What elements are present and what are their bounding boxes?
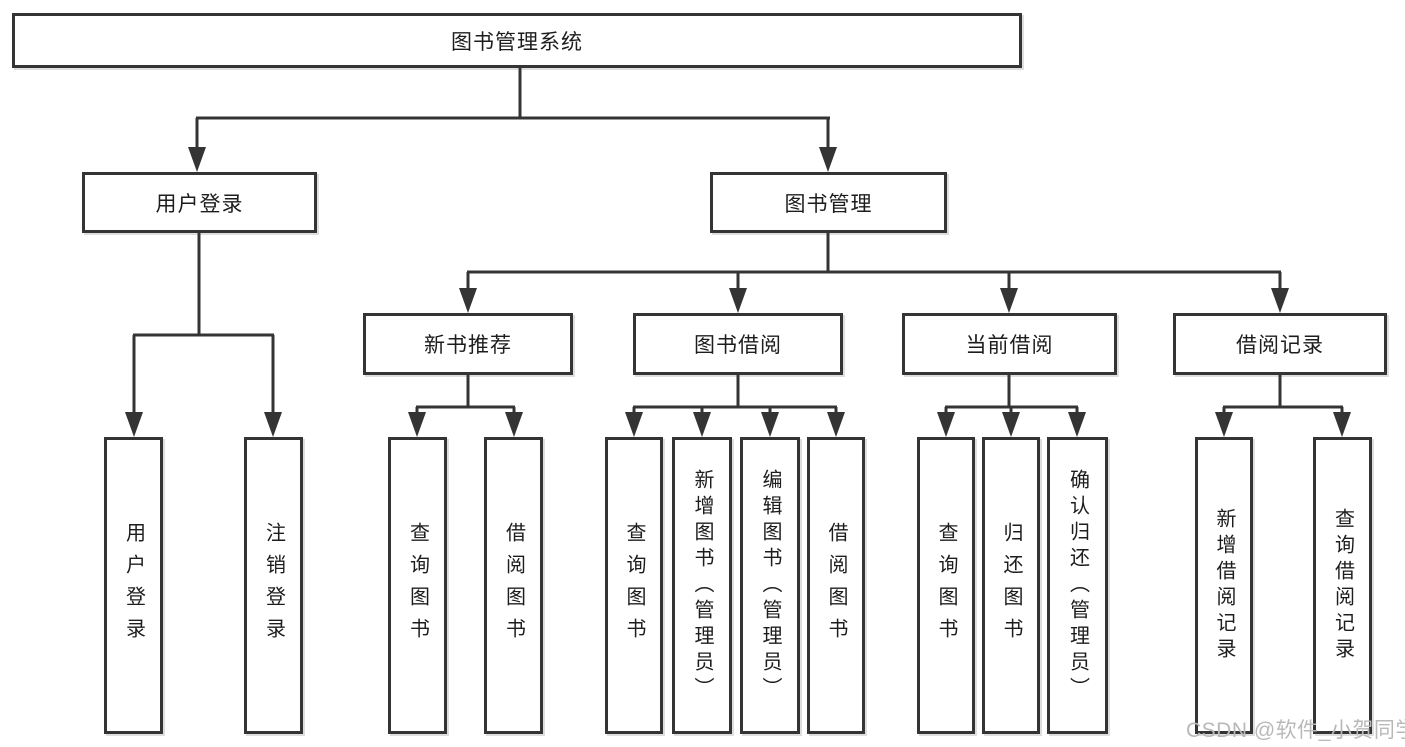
arrowhead: [693, 412, 711, 437]
node-borrow-records-label: 借阅记录: [1236, 334, 1324, 357]
node-book-borrow-label: 图书借阅: [694, 334, 782, 357]
arrowhead: [1000, 288, 1018, 313]
arrowhead: [937, 412, 955, 437]
arrowhead: [264, 412, 282, 437]
leaf-query-books-current-label: 查询图书: [935, 521, 957, 650]
leaf-query-books-recommend-label: 查询图书: [406, 521, 429, 650]
leaf-user-login-label: 用户登录: [122, 521, 145, 650]
arrowhead: [1215, 412, 1233, 437]
leaf-add-book-admin-label: 新增图书（管理员）: [691, 468, 713, 703]
node-new-book-recommend: 新书推荐: [363, 313, 573, 375]
node-book-management: 图书管理: [710, 172, 947, 233]
leaf-query-books-borrow-label: 查询图书: [623, 521, 645, 650]
arrowhead: [459, 288, 477, 313]
leaf-edit-book-admin-label: 编辑图书（管理员）: [759, 468, 781, 703]
leaf-confirm-return-admin: 确认归还（管理员）: [1047, 437, 1108, 734]
node-current-borrow-label: 当前借阅: [965, 334, 1054, 357]
node-library-system: 图书管理系统: [12, 13, 1022, 68]
node-user-login-label: 用户登录: [155, 192, 244, 216]
leaf-borrow-books-recommend-label: 借阅图书: [502, 521, 525, 650]
node-book-borrow: 图书借阅: [633, 313, 843, 375]
leaf-borrow-books-label: 借阅图书: [825, 521, 847, 650]
node-library-system-label: 图书管理系统: [451, 30, 583, 54]
leaf-query-books-borrow: 查询图书: [605, 437, 663, 734]
arrowhead: [1068, 412, 1086, 437]
arrowhead: [625, 412, 643, 437]
arrowhead: [408, 412, 426, 437]
leaf-borrow-books-recommend: 借阅图书: [484, 437, 543, 734]
leaf-confirm-return-admin-label: 确认归还（管理员）: [1066, 468, 1089, 703]
arrowhead: [1333, 412, 1351, 437]
leaf-add-book-admin: 新增图书（管理员）: [672, 437, 732, 734]
arrowhead: [505, 412, 523, 437]
leaf-logout: 注销登录: [244, 437, 303, 734]
leaf-query-books-current: 查询图书: [917, 437, 975, 734]
arrowhead: [761, 412, 779, 437]
leaf-return-book-label: 归还图书: [1000, 521, 1022, 650]
arrowhead: [125, 412, 143, 437]
node-book-management-label: 图书管理: [784, 192, 873, 216]
node-user-login: 用户登录: [82, 172, 317, 233]
leaf-user-login: 用户登录: [104, 437, 163, 734]
leaf-return-book: 归还图书: [982, 437, 1040, 734]
node-new-book-recommend-label: 新书推荐: [424, 334, 512, 357]
leaf-borrow-books: 借阅图书: [807, 437, 865, 734]
connector-segments: [132, 68, 1344, 416]
connector-arrowheads: [125, 147, 1351, 437]
leaf-add-borrow-record: 新增借阅记录: [1195, 437, 1253, 734]
leaf-query-borrow-record: 查询借阅记录: [1313, 437, 1372, 734]
arrowhead: [729, 288, 747, 313]
leaf-logout-label: 注销登录: [262, 521, 285, 650]
leaf-query-borrow-record-label: 查询借阅记录: [1331, 507, 1354, 664]
node-borrow-records: 借阅记录: [1173, 313, 1387, 375]
leaf-edit-book-admin: 编辑图书（管理员）: [740, 437, 800, 734]
csdn-watermark: CSDN @软件_小贺同学: [1186, 719, 1405, 742]
arrowhead: [827, 412, 845, 437]
arrowhead: [188, 147, 206, 172]
arrowhead: [1271, 288, 1289, 313]
arrowhead: [1002, 412, 1020, 437]
arrowhead: [819, 147, 837, 172]
leaf-add-borrow-record-label: 新增借阅记录: [1213, 507, 1235, 664]
node-current-borrow: 当前借阅: [902, 313, 1117, 375]
leaf-query-books-recommend: 查询图书: [388, 437, 447, 734]
